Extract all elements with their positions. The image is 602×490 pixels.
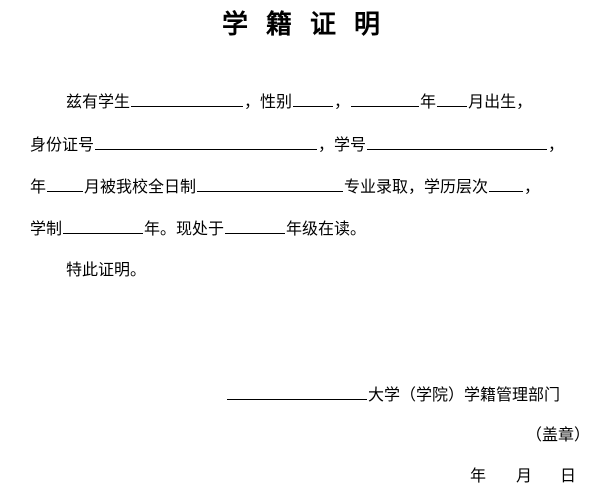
label-enroll-month: 月被我校全日制 [84,177,197,196]
label-current-grade: 年。现处于 [144,219,225,238]
line-id-info: 身份证号 ，学号 ， [30,133,564,155]
seal-label: （盖章） [526,425,591,444]
title-char: 明 [354,10,381,40]
blank-student-number[interactable] [367,133,548,150]
line-student-info: 兹有学生 ，性别 ， 年 月出生， [66,90,532,112]
blank-major[interactable] [197,175,344,192]
blank-duration[interactable] [63,217,144,234]
label-date-year: 年 [470,466,487,485]
blank-education-level[interactable] [489,175,524,192]
comma: ， [524,177,541,196]
blank-birth-year[interactable] [351,90,420,107]
label-dept: 大学（学院）学籍管理部门 [368,385,561,404]
signature-dept: 大学（学院）学籍管理部门 [226,383,560,405]
label-student: 兹有学生 [66,92,131,111]
document-title: 学籍证明 [0,4,602,41]
blank-id-number[interactable] [95,133,318,150]
blank-gender[interactable] [293,90,334,107]
label-gender: ，性别 [244,92,293,111]
comma: ， [548,135,565,154]
date-line: 年月日 [470,465,576,487]
blank-student-name[interactable] [131,90,244,107]
line-duration-info: 学制 年。现处于 年级在读。 [30,217,366,239]
label-year: 年 [420,92,437,111]
label-duration: 学制 [30,219,63,238]
label-student-number: ，学号 [318,135,367,154]
label-date-day: 日 [560,466,577,485]
blank-grade[interactable] [225,217,286,234]
line-hereby-certify: 特此证明。 [66,260,147,279]
label-id-number: 身份证号 [30,135,95,154]
blank-university[interactable] [227,383,367,400]
label-date-month: 月 [516,466,533,485]
label-major-level: 专业录取，学历层次 [344,177,489,196]
label-year: 年 [30,177,47,196]
title-char: 籍 [265,10,292,40]
line-enrollment-info: 年 月被我校全日制 专业录取，学历层次 ， [30,175,540,197]
title-char: 证 [310,10,337,40]
label-birth-month: 月出生， [468,92,533,111]
title-char: 学 [221,10,248,40]
blank-birth-month[interactable] [437,90,468,107]
blank-enroll-year[interactable] [47,175,84,192]
label-in-study: 年级在读。 [286,219,367,238]
comma: ， [334,92,351,111]
